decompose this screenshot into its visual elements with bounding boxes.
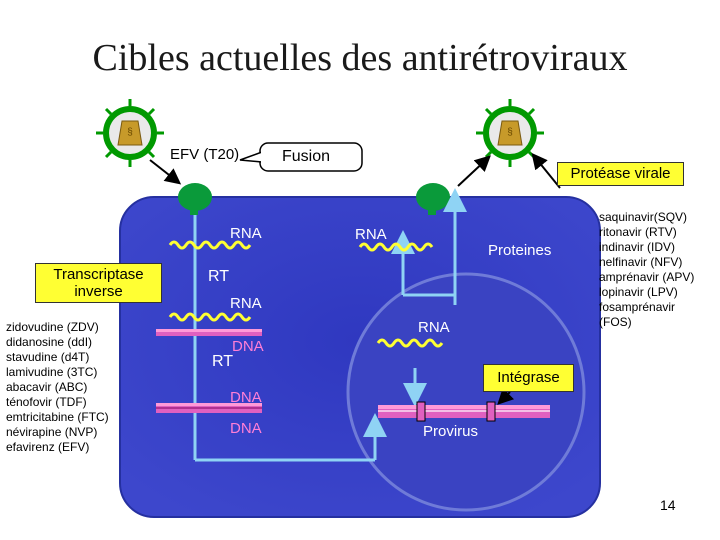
fusion-bubble (239, 142, 363, 172)
membrane-receptor-right (416, 183, 450, 215)
rna-strand-1 (168, 240, 252, 250)
label-rna-2: RNA (230, 295, 262, 312)
svg-text:§: § (127, 127, 133, 138)
label-dna-1: DNA (232, 338, 264, 355)
protease-drug-item: indinavir (IDV) (599, 240, 676, 254)
rna-strand-4 (376, 338, 444, 348)
dna-strands (156, 329, 550, 422)
transcriptase-box: Transcriptase inverse (35, 263, 162, 303)
protease-box: Protéase virale (557, 162, 684, 186)
protease-drug-item: ritonavir (RTV) (599, 225, 677, 239)
protease-drug-item: lopinavir (LPV) (599, 285, 678, 299)
rt-drug-item: emtricitabine (FTC) (6, 410, 109, 424)
protease-drug-list: saquinavir(SQV) ritonavir (RTV) indinavi… (599, 210, 694, 330)
rna-strand-2 (168, 312, 252, 322)
dna-strand-1 (156, 329, 262, 336)
protease-drug-item: saquinavir(SQV) (599, 210, 688, 224)
label-efv: EFV (T20) (170, 146, 240, 163)
label-rt-1: RT (208, 268, 230, 285)
integrase-box: Intégrase (483, 364, 574, 392)
label-proteines: Proteines (488, 242, 552, 259)
svg-text:§: § (507, 127, 513, 138)
label-transcriptase: Transcriptase inverse (53, 266, 144, 300)
slide-title: Cibles actuelles des antirétroviraux (92, 37, 628, 79)
protease-drug-item: nelfinavir (NFV) (599, 255, 683, 269)
page-number: 14 (660, 497, 676, 513)
label-integrase: Intégrase (497, 369, 560, 386)
entry-arrow-left (149, 159, 182, 185)
label-rna-4: RNA (418, 319, 450, 336)
rt-drug-item: lamivudine (3TC) (6, 365, 98, 379)
rt-drug-list: zidovudine (ZDV) didanosine (ddI) stavud… (6, 320, 109, 455)
label-dna-2: DNA (230, 389, 262, 406)
dna-strand-2 (156, 403, 262, 413)
rna-strands (168, 240, 444, 348)
rt-drug-item: ténofovir (TDF) (6, 395, 87, 409)
label-rna-1: RNA (230, 225, 262, 242)
protease-drug-item: (FOS) (599, 315, 632, 329)
protease-drug-item: fosamprénavir (599, 300, 676, 314)
label-rt-2: RT (212, 353, 234, 370)
label-dna-3: DNA (230, 420, 262, 437)
rt-drug-item: efavirenz (EFV) (6, 440, 90, 454)
rt-drug-item: zidovudine (ZDV) (6, 320, 99, 334)
protease-arrow (531, 152, 561, 189)
entry-arrow-right (457, 155, 491, 187)
rt-drug-item: abacavir (ABC) (6, 380, 88, 394)
label-provirus: Provirus (423, 423, 479, 440)
label-fusion: Fusion (282, 148, 331, 165)
protease-drug-item: amprénavir (APV) (599, 270, 695, 284)
rt-drug-item: stavudine (d4T) (6, 350, 90, 364)
label-rna-3: RNA (355, 226, 387, 243)
virus-particle-left: § (96, 99, 164, 167)
provirus-dna (378, 401, 550, 422)
integrase-arrow (497, 387, 515, 405)
rt-drug-item: névirapine (NVP) (6, 425, 98, 439)
membrane-receptor-left (178, 183, 212, 215)
rna-strand-3 (358, 242, 434, 252)
rt-drug-item: didanosine (ddI) (6, 335, 93, 349)
label-protease: Protéase virale (570, 165, 671, 182)
cell-nucleus (346, 272, 586, 512)
